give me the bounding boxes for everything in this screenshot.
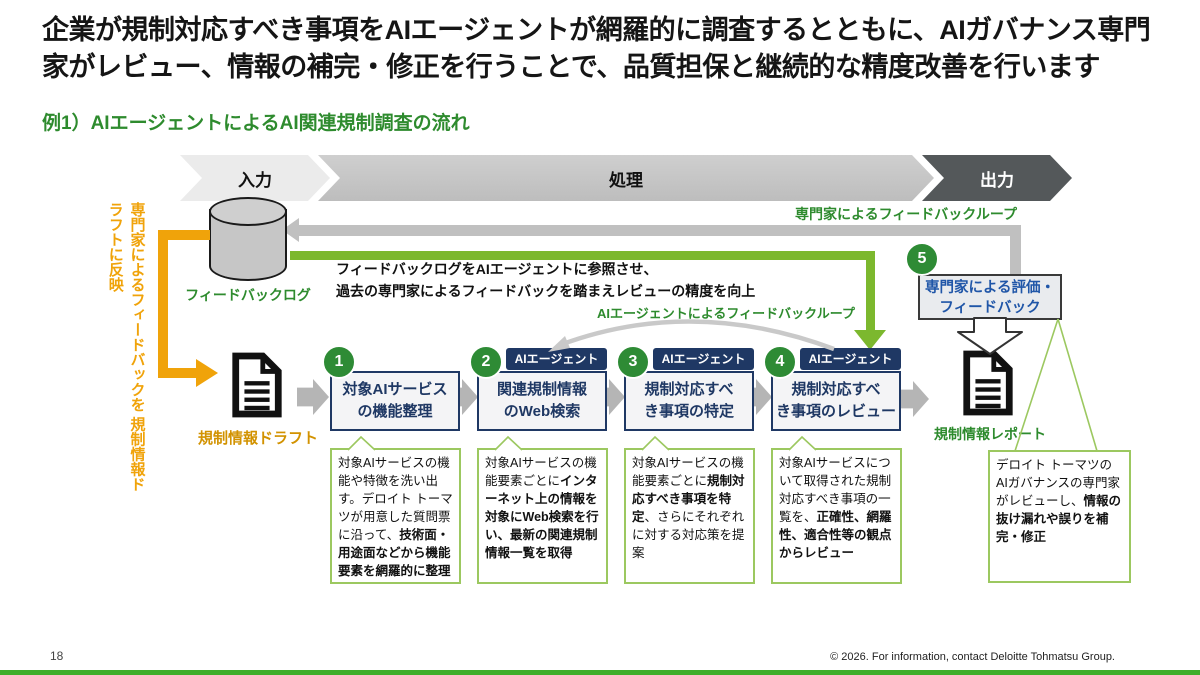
step-box-2: 関連規制情報 のWeb検索 <box>477 371 607 431</box>
agent-tag-step2: AIエージェント <box>506 348 607 370</box>
database-icon <box>209 197 287 281</box>
step-box-5: 専門家による評価・ フィードバック <box>918 274 1062 320</box>
page-title-line1: 企業が規制対応すべき事項をAIエージェントが網羅的に調査するとともに、AIガバナ… <box>42 15 1151 45</box>
feedback-note-line2: 過去の専門家によるフィードバックを踏まえレビューの精度を向上 <box>336 282 756 299</box>
step-4-label-line2: き事項のレビュー <box>775 402 896 420</box>
step-1-desc-bold: 技術面・用途面などから機能要素を網羅的に整理 <box>338 528 451 578</box>
step-arrow-4-icon <box>897 381 929 417</box>
report-document-icon <box>963 350 1013 416</box>
report-document-label: 規制情報レポート <box>934 426 1046 442</box>
step-4-desc-text: 対象AIサービスについて取得された規制対応すべき事項の一覧を、 <box>779 456 892 524</box>
step-4-number-badge: 4 <box>763 345 797 379</box>
step-1-label-line2: の機能整理 <box>357 402 433 420</box>
step-3-label-line2: き事項の特定 <box>643 402 734 420</box>
step-2-description-callout: 対象AIサービスの機能要素ごとにインターネット上の情報を対象にWeb検索を行い、… <box>477 448 608 584</box>
step-5-desc-bold: 情報の抜け漏れや誤りを補完・修正 <box>996 494 1122 544</box>
step-5-label-line1: 専門家による評価・ <box>924 280 1056 296</box>
database-label: フィードバックログ <box>185 287 311 303</box>
banner-input-chevron: 入力 <box>180 155 330 201</box>
copyright-notice: © 2026. For information, contact Deloitt… <box>830 651 1115 663</box>
expert-reflection-vertical-note: 専門家によるフィードバックを 規制情報ドラフトに反映 <box>104 202 148 502</box>
step-2-desc-text: 対象AIサービスの機能要素ごとに <box>485 456 597 488</box>
bottom-accent-bar <box>0 670 1200 675</box>
banner-process-label: 処理 <box>609 170 643 190</box>
step-3-desc-text2: 、さらにそれぞれに対する対応策を提案 <box>632 510 745 560</box>
banner-output-chevron: 出力 <box>922 155 1072 201</box>
step-3-desc-text: 対象AIサービスの機能要素ごとに <box>632 456 744 488</box>
agent-feedback-arrowhead-icon <box>854 330 886 350</box>
step-box-4: 規制対応すべ き事項のレビュー <box>771 371 901 431</box>
page-number: 18 <box>50 649 64 663</box>
step-5-description-callout: デロイト トーマツのAIガバナンスの専門家がレビューし、情報の抜け漏れや誤りを補… <box>988 450 1131 583</box>
agent-loop-label: AIエージェントによるフィードバックループ <box>597 306 855 321</box>
step-2-desc-bold: インターネット上の情報を対象にWeb検索を行い、最新の関連規制情報一覧を取得 <box>485 474 599 560</box>
feedback-note-line1: フィードバックログをAIエージェントに参照させ、 <box>336 261 658 277</box>
step-5-number-badge: 5 <box>905 242 939 276</box>
step-4-label-line1: 規制対応すべ <box>791 381 881 398</box>
agent-feedback-line-horizontal <box>290 251 875 260</box>
orange-arrow-top-segment <box>158 230 210 240</box>
step-box-1: 対象AIサービス の機能整理 <box>330 371 460 431</box>
step-5-label-line2: フィードバック <box>939 300 1041 317</box>
step-3-number-badge: 3 <box>616 345 650 379</box>
orange-arrow-vertical-segment <box>158 230 168 378</box>
expert-loop-line-horizontal <box>298 225 1015 236</box>
step-2-label-line2: のWeb検索 <box>503 402 581 420</box>
step-4-desc-bold: 正確性、網羅性、適合性等の観点からレビュー <box>779 510 892 560</box>
step-4-description-callout: 対象AIサービスについて取得された規制対応すべき事項の一覧を、正確性、網羅性、適… <box>771 448 902 584</box>
step-box-3: 規制対応すべ き事項の特定 <box>624 371 754 431</box>
agent-tag-step4: AIエージェント <box>800 348 901 370</box>
draft-document-icon <box>232 352 282 418</box>
agent-tag-step3: AIエージェント <box>653 348 754 370</box>
expert-loop-line-vertical <box>1010 225 1021 276</box>
page-title-line2: 家がレビュー、情報の補完・修正を行うことで、品質担保と継続的な精度改善を行います <box>42 51 1100 82</box>
step-5-desc-text: デロイト トーマツのAIガバナンスの専門家がレビューし、 <box>996 458 1121 508</box>
page-title: 企業が規制対応すべき事項をAIエージェントが網羅的に調査するとともに、AIガバナ… <box>42 12 1172 85</box>
orange-arrow-bottom-segment <box>158 368 198 378</box>
step-3-description-callout: 対象AIサービスの機能要素ごとに規制対応すべき事項を特定、さらにそれぞれに対する… <box>624 448 755 584</box>
step-3-label-line1: 規制対応すべ <box>644 381 734 398</box>
banner-process-chevron: 処理 <box>318 155 934 201</box>
step-1-number-badge: 1 <box>322 345 356 379</box>
vertical-note-col1: 専門家によるフィードバックを <box>128 202 146 412</box>
step-3-desc-bold: 規制対応すべき事項を特定 <box>632 474 745 524</box>
vertical-note-col2: 規制情報ドラフトに反映 <box>106 202 146 492</box>
banner-output-label: 出力 <box>980 170 1014 190</box>
database-icon-top <box>209 197 287 226</box>
feedback-note: フィードバックログをAIエージェントに参照させ、 過去の専門家によるフィードバッ… <box>336 259 896 302</box>
step-1-desc-text: 対象AIサービスの機能や特徴を洗い出す。デロイト トーマツが用意した質問票に沿っ… <box>338 456 453 542</box>
banner-input-label: 入力 <box>238 170 272 190</box>
expert-loop-label: 専門家によるフィードバックループ <box>795 206 1018 222</box>
agent-feedback-line-vertical <box>866 251 875 332</box>
step-1-label-line1: 対象AIサービス <box>342 381 448 398</box>
step-1-description-callout: 対象AIサービスの機能や特徴を洗い出す。デロイト トーマツが用意した質問票に沿っ… <box>330 448 461 584</box>
orange-arrowhead-icon <box>196 359 218 387</box>
step-arrow-0-icon <box>297 379 329 415</box>
callout-5-connector-right <box>1057 318 1098 452</box>
agent-loop-curve <box>559 319 835 352</box>
step-2-label-line1: 関連規制情報 <box>496 381 587 398</box>
step-2-number-badge: 2 <box>469 345 503 379</box>
draft-document-label: 規制情報ドラフト <box>197 430 318 447</box>
section-subtitle: 例1）AIエージェントによるAI関連規制調査の流れ <box>42 113 470 134</box>
